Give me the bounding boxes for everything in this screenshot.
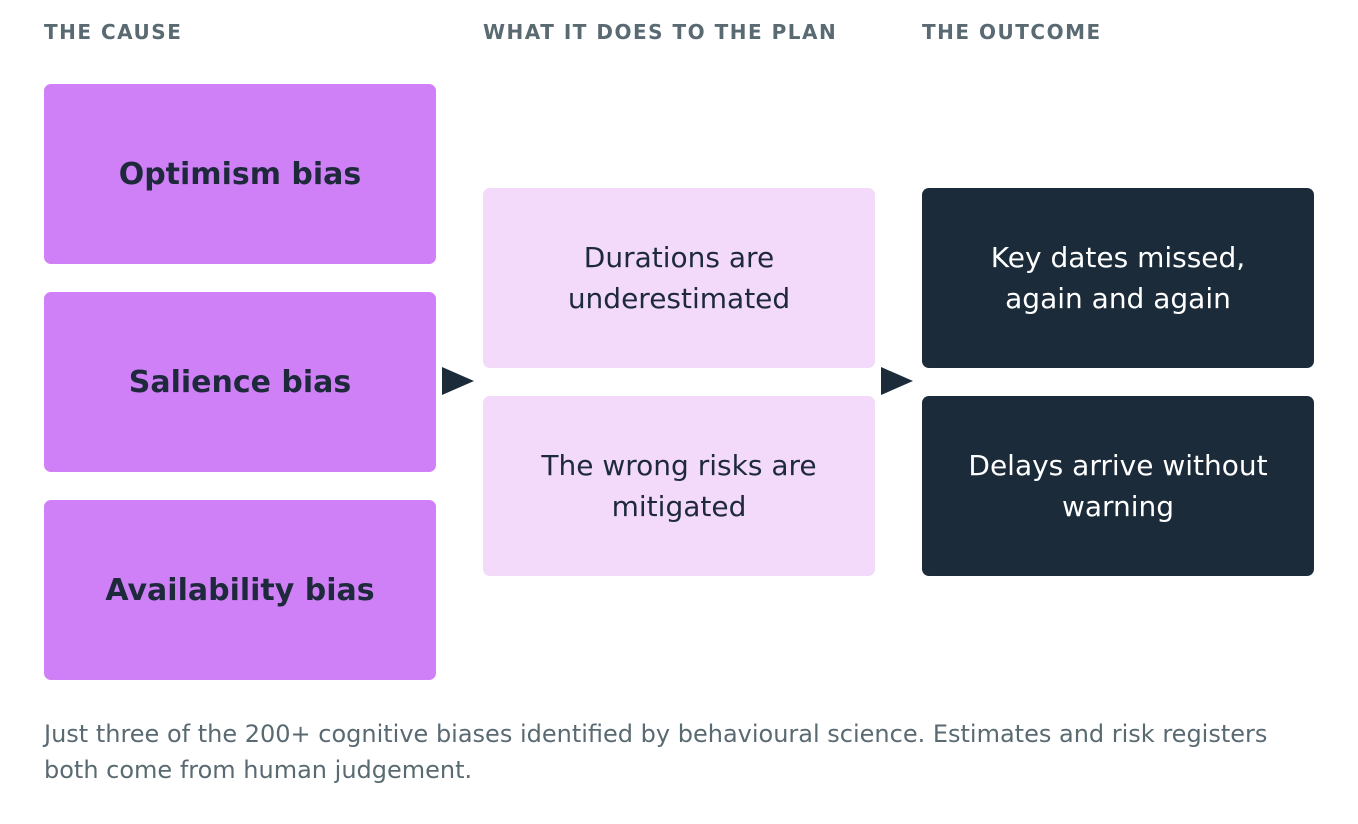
cause-box-availability: Availability bias <box>44 500 436 680</box>
heading-the-cause: THE CAUSE <box>44 20 183 44</box>
effect-box-durations: Durations are underestimated <box>483 188 875 368</box>
cause-box-optimism: Optimism bias <box>44 84 436 264</box>
outcome-label: Key dates missed, again and again <box>990 241 1246 315</box>
arrow-right-icon <box>442 367 474 395</box>
effect-label: Durations are underestimated <box>567 241 791 315</box>
cause-box-salience: Salience bias <box>44 292 436 472</box>
effect-box-risks: The wrong risks are mitigated <box>483 396 875 576</box>
outcome-label: Delays arrive without warning <box>968 449 1268 523</box>
cause-label: Optimism bias <box>118 156 362 192</box>
heading-the-outcome: THE OUTCOME <box>922 20 1102 44</box>
heading-what-it-does: WHAT IT DOES TO THE PLAN <box>483 20 838 44</box>
arrow-right-icon <box>881 367 913 395</box>
footnote: Just three of the 200+ cognitive biases … <box>44 720 1268 784</box>
outcome-box-key-dates: Key dates missed, again and again <box>922 188 1314 368</box>
cause-label: Availability bias <box>105 572 375 608</box>
cause-label: Salience bias <box>128 364 352 400</box>
effect-label: The wrong risks are mitigated <box>541 449 817 523</box>
outcome-box-delays: Delays arrive without warning <box>922 396 1314 576</box>
